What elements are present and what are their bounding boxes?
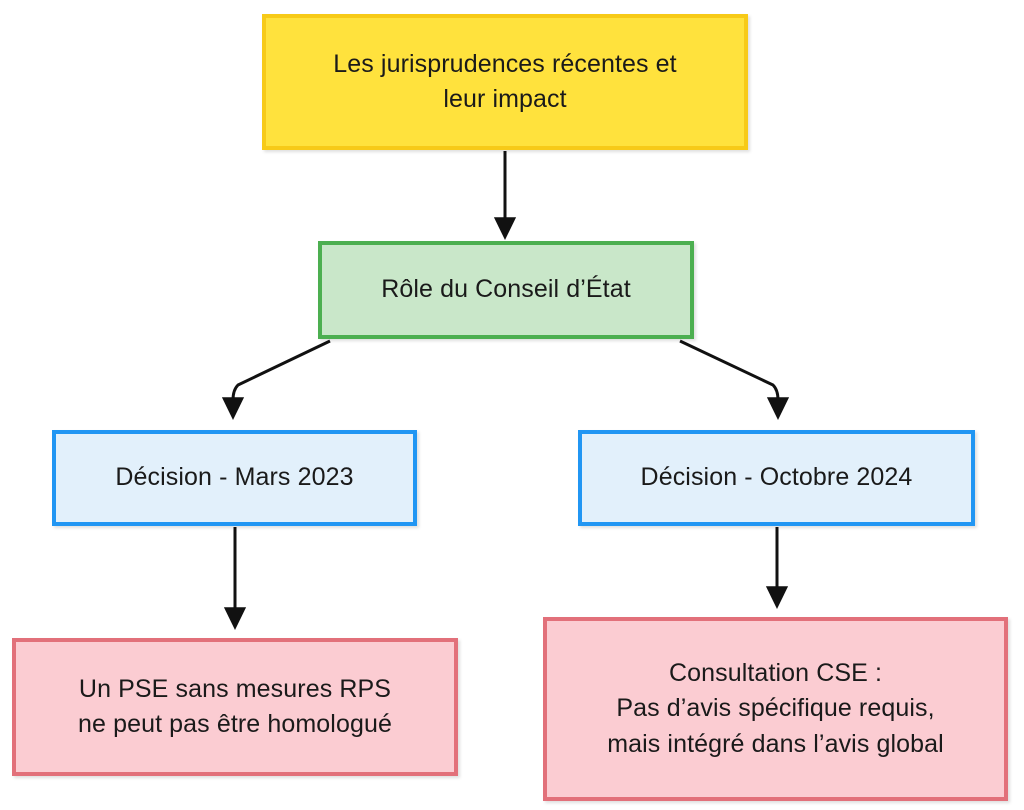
node-title-label: Les jurisprudences récentes et leur impa… xyxy=(333,49,677,114)
node-decision-mars-2023[interactable]: Décision - Mars 2023 xyxy=(52,430,417,526)
node-pse-outcome-label: Un PSE sans mesures RPS ne peut pas être… xyxy=(78,674,392,739)
node-cse-outcome[interactable]: Consultation CSE : Pas d’avis spécifique… xyxy=(543,617,1008,801)
node-decision-2024-label: Décision - Octobre 2024 xyxy=(640,463,913,492)
node-title[interactable]: Les jurisprudences récentes et leur impa… xyxy=(262,14,748,150)
node-decision-2023-label: Décision - Mars 2023 xyxy=(115,463,354,492)
edge-role-to-decision-2023 xyxy=(221,339,331,421)
node-role-label: Rôle du Conseil d’État xyxy=(381,275,631,304)
edge-role-to-decision-2024 xyxy=(679,339,790,421)
node-cse-outcome-label: Consultation CSE : Pas d’avis spécifique… xyxy=(607,658,944,758)
node-decision-octobre-2024[interactable]: Décision - Octobre 2024 xyxy=(578,430,975,526)
node-role-conseil-etat[interactable]: Rôle du Conseil d’État xyxy=(318,241,694,339)
node-pse-outcome[interactable]: Un PSE sans mesures RPS ne peut pas être… xyxy=(12,638,458,776)
